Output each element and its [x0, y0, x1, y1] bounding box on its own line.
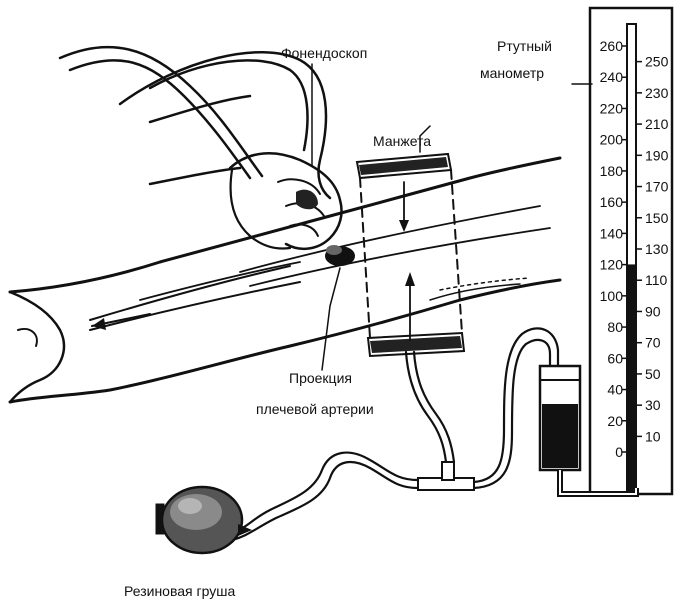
left-tick-label: 140: [600, 225, 624, 241]
right-tick-label: 10: [645, 428, 661, 444]
manometer-label-line1: Ртутный: [497, 38, 552, 54]
arm: [10, 158, 560, 402]
bulb-label: Резиновая груша: [124, 583, 235, 599]
artery-label-line2: плечевой артерии: [256, 401, 374, 417]
right-tick-label: 150: [645, 210, 669, 226]
left-tick-label: 100: [600, 288, 624, 304]
left-tick-label: 180: [600, 163, 624, 179]
left-tick-label: 260: [600, 38, 624, 54]
pressure-tubing: [230, 328, 558, 540]
left-tick-label: 40: [607, 382, 623, 398]
right-tick-label: 210: [645, 116, 669, 132]
right-tick-label: 230: [645, 85, 669, 101]
stethoscope-label: Фонендоскоп: [281, 45, 367, 61]
left-tick-label: 240: [600, 69, 624, 85]
cuff-label: Манжета: [373, 133, 431, 149]
artery-label-line1: Проекция: [289, 370, 352, 386]
right-tick-label: 170: [645, 179, 669, 195]
right-tick-label: 110: [645, 272, 668, 288]
left-tick-label: 80: [607, 319, 623, 335]
right-tick-label: 250: [645, 54, 669, 70]
left-tick-label: 120: [600, 257, 624, 273]
right-tick-label: 90: [645, 303, 661, 319]
rubber-bulb: [156, 487, 252, 553]
right-tick-label: 130: [645, 241, 669, 257]
right-tick-label: 190: [645, 147, 669, 163]
examiner-hand: [150, 96, 354, 265]
right-tick-label: 70: [645, 335, 661, 351]
left-tick-label: 220: [600, 100, 624, 116]
leader-lines: [312, 64, 592, 370]
left-tick-label: 160: [600, 194, 624, 210]
left-tick-label: 20: [607, 413, 623, 429]
right-tick-label: 50: [645, 366, 661, 382]
right-tick-label: 30: [645, 397, 661, 413]
left-tick-label: 200: [600, 132, 624, 148]
mercury-column: [628, 264, 635, 490]
manometer-label-line2: манометр: [480, 65, 544, 81]
left-tick-label: 60: [607, 350, 623, 366]
